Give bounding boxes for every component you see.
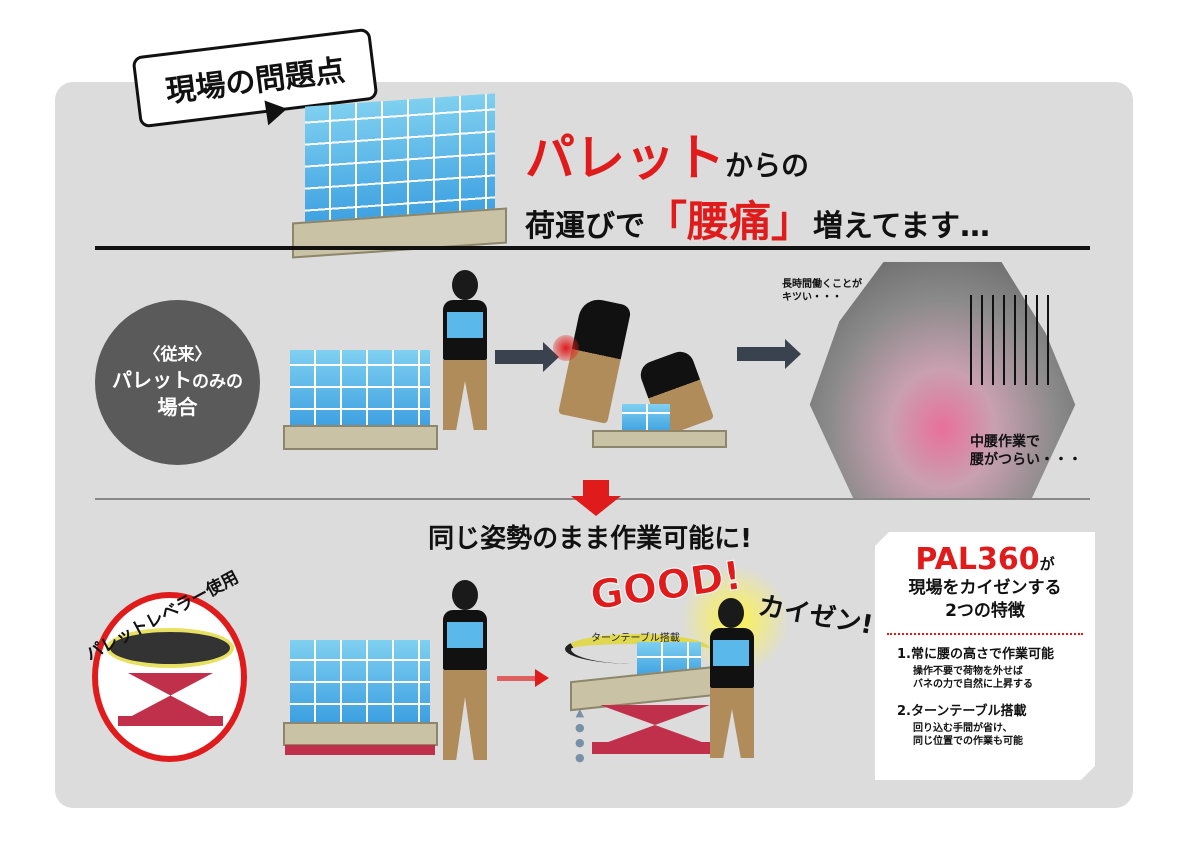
conventional-label: 〈従来〉 — [143, 345, 212, 366]
caption-line: 腰がつらい・・・ — [970, 452, 1082, 469]
caption-line: 長時間働くことが — [782, 279, 862, 290]
product-name: PAL360 — [915, 542, 1040, 577]
features-subtitle: 2つの特徴 — [945, 600, 1025, 621]
conventional-label: 場合 — [157, 394, 198, 419]
turntable-top — [106, 628, 234, 668]
caption-line: キツい・・・ — [782, 292, 842, 303]
up-indicator-icon: ▲●●● — [575, 706, 585, 764]
headline-line1: パレットからの — [525, 118, 809, 190]
held-box — [447, 312, 483, 338]
pallet-illustration — [283, 722, 438, 746]
feature-desc-line: 同じ位置での作業も可能 — [913, 736, 1023, 748]
back-pain-emphasis: 「腰痛」 — [645, 197, 814, 246]
caption-line: 中腰作業で — [970, 434, 1040, 450]
arrow-right-icon — [737, 339, 801, 369]
feature-desc: 操作不要で荷物を外せばバネの力で自然に上昇する — [875, 665, 1095, 692]
caption-bottom: 中腰作業で 腰がつらい・・・ — [970, 433, 1082, 469]
features-subtitle: 現場をカイゼンする — [908, 578, 1062, 598]
headline-text: 荷運びで — [525, 209, 645, 244]
dotted-divider — [887, 633, 1083, 635]
held-box — [447, 622, 483, 648]
pallet-illustration — [283, 425, 438, 450]
divider — [95, 246, 1090, 250]
pallet-illustration — [592, 430, 727, 448]
feature-desc-line: 操作不要で荷物を外せば — [913, 665, 1023, 677]
conventional-label: のみの — [192, 371, 243, 392]
feature-title: 2.ターンテーブル搭載 — [897, 703, 1027, 719]
feature-title: 1.常に腰の高さで作業可能 — [897, 646, 1054, 662]
feature-desc-line: バネの力で自然に上昇する — [913, 679, 1033, 691]
arrow-down-icon — [571, 480, 621, 516]
headline-line2: 荷運びで「腰痛」増えてます… — [525, 188, 990, 249]
worker-figure — [452, 580, 478, 610]
pain-spot-icon — [553, 335, 579, 361]
turntable-arrow: ターンテーブル搭載 — [565, 634, 710, 664]
pallet-leveler-circle — [92, 592, 247, 762]
product-title: PAL360が — [875, 542, 1095, 577]
lift-base — [285, 745, 435, 755]
headline-text: 増えてます… — [813, 209, 991, 244]
conventional-label: パレット — [112, 367, 192, 392]
product-suffix: が — [1039, 555, 1055, 573]
box-stack-illustration — [622, 404, 670, 434]
held-box — [713, 640, 749, 666]
scissor-lift — [128, 673, 213, 718]
gloom-lines — [970, 295, 1050, 385]
worker-figure — [452, 270, 478, 300]
headline-red: パレット — [525, 129, 725, 187]
box-stack-illustration — [290, 350, 430, 430]
arrow-right-icon — [495, 342, 559, 372]
lift-base — [118, 716, 223, 726]
box-stack-illustration — [290, 640, 430, 725]
turntable-label: ターンテーブル搭載 — [591, 633, 680, 644]
headline-black: からの — [725, 149, 810, 182]
happy-worker-figure — [718, 598, 744, 628]
lift-base — [592, 742, 722, 754]
solution-headline: 同じ姿勢のまま作業可能に! — [428, 524, 752, 554]
bubble-text: 現場の問題点 — [163, 53, 347, 110]
feature-desc: 回り込む手間が省け、同じ位置での作業も可能 — [875, 722, 1095, 749]
features-box: PAL360が 現場をカイゼンする 2つの特徴 1.常に腰の高さで作業可能 操作… — [875, 532, 1095, 780]
feature-desc-line: 回り込む手間が省け、 — [913, 722, 1013, 734]
arrow-right-icon — [497, 669, 549, 687]
conventional-circle: 〈従来〉 パレットのみの 場合 — [95, 300, 260, 465]
caption-top: 長時間働くことが キツい・・・ — [782, 278, 862, 304]
